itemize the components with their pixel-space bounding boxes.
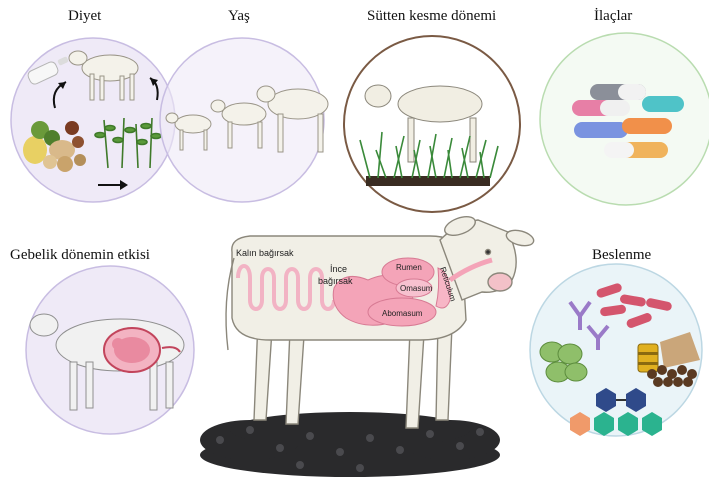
soil-ground bbox=[200, 412, 500, 477]
label-ince-line1: İnce bbox=[330, 264, 347, 274]
label-kalin-bagirsak: Kalın bağırsak bbox=[236, 248, 294, 258]
sutten-kesme-panel bbox=[344, 36, 520, 212]
ilaclar-panel bbox=[540, 33, 709, 205]
yas-panel bbox=[160, 38, 328, 202]
gebelik-panel bbox=[26, 266, 194, 434]
label-omasum: Omasum bbox=[400, 284, 433, 293]
label-abomasum: Abomasum bbox=[382, 309, 423, 318]
beslenme-panel bbox=[530, 264, 702, 436]
label-rumen: Rumen bbox=[396, 263, 422, 272]
label-ince-line2: bağırsak bbox=[318, 276, 353, 286]
diyet-panel bbox=[11, 38, 175, 202]
barrel-icon bbox=[638, 344, 658, 372]
